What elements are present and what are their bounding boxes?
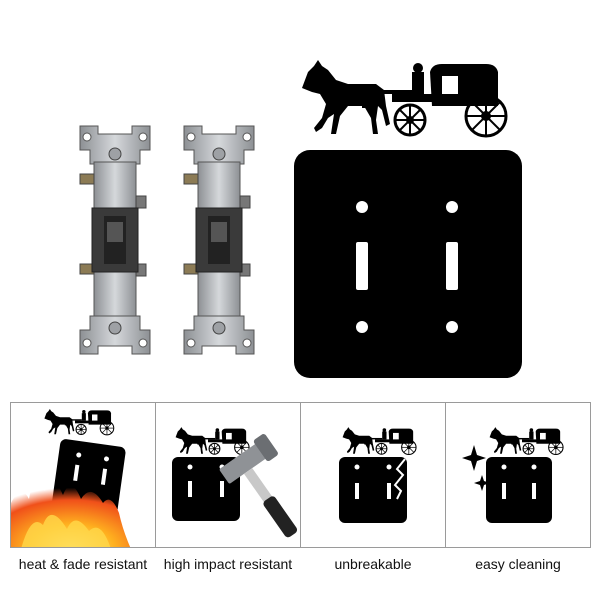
crack-icon [339,426,417,523]
sparkle-icon [462,426,564,523]
light-switch-right [183,125,255,355]
feature-panel-heat [10,402,156,548]
caption-heat: heat & fade resistant [18,556,148,572]
feature-panel-cleaning [445,402,591,548]
main-switch-plate [294,58,522,378]
hammer-icon [172,426,298,538]
flame-icon [11,408,131,547]
caption-cleaning: easy cleaning [475,556,561,572]
feature-panel-impact [155,402,301,548]
caption-impact: high impact resistant [163,556,293,572]
light-switch-left [79,125,151,355]
caption-unbreakable: unbreakable [334,556,412,572]
feature-panel-unbreakable [300,402,446,548]
